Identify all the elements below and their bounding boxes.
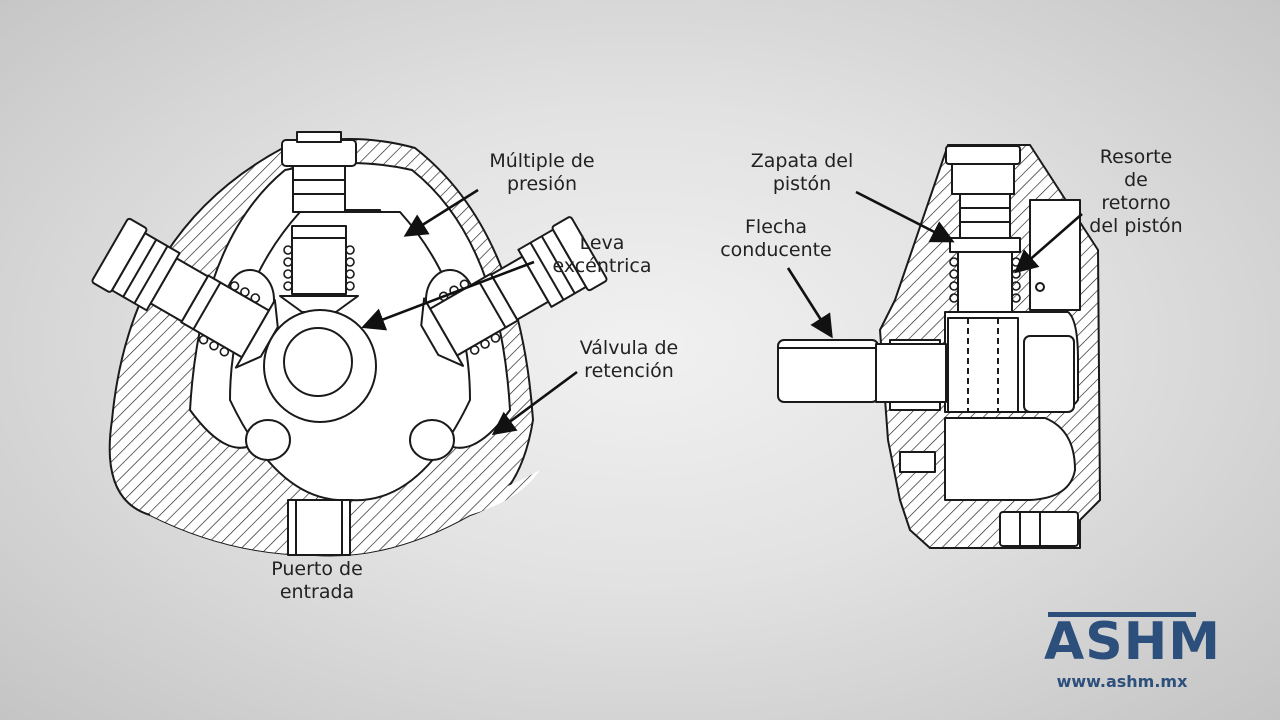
lower-cavity [944, 417, 1076, 501]
arrow-valvula [491, 370, 578, 436]
label-flecha-conducente: Flecha conducente [710, 216, 842, 262]
drive-shaft [777, 339, 879, 403]
label-line: de [1124, 169, 1148, 191]
label-puerto-entrada: Puerto de entrada [262, 558, 372, 604]
label-leva-excentrica: Leva excéntrica [544, 232, 660, 278]
label-line: Resorte [1099, 146, 1173, 168]
crank-web [947, 317, 1019, 413]
label-valvula-retencion: Válvula de retención [574, 337, 684, 383]
side-section [777, 144, 1101, 549]
piston-shoe-side [949, 237, 1021, 253]
label-line: pistón [772, 173, 832, 195]
inlet-port [287, 499, 351, 556]
logo-url: www.ashm.mx [1056, 672, 1188, 691]
label-zapata-piston: Zapata del pistón [742, 150, 862, 196]
label-multiple-presion: Múltiple de presión [478, 150, 606, 196]
arrow-zapata [855, 190, 955, 243]
label-line: Puerto de [271, 558, 363, 580]
radial-pump-section [91, 131, 608, 557]
label-line: Zapata del [750, 150, 854, 172]
label-line: del pistón [1089, 215, 1183, 237]
label-line: conducente [720, 239, 832, 261]
arrow-resorte [1014, 213, 1083, 274]
top-valve-body [292, 165, 346, 213]
upper-chamber [1029, 199, 1081, 311]
lobe-bottom-right [409, 419, 455, 461]
leader-arrows [361, 188, 1083, 436]
side-top-nut [945, 145, 1021, 165]
top-piston [291, 225, 347, 295]
shaft-collar [875, 343, 947, 403]
ashm-logo: ASHM www.ashm.mx [1044, 608, 1221, 692]
logo-bar [1048, 612, 1196, 617]
left-piston-assembly [91, 217, 279, 369]
label-line: Válvula de [579, 337, 679, 359]
top-nut [281, 139, 357, 167]
label-line: retorno [1101, 192, 1171, 214]
label-line: Múltiple de [489, 150, 595, 172]
lobe-bottom-left [245, 419, 291, 461]
label-line: Leva [579, 232, 625, 254]
arrow-leva [361, 260, 535, 331]
label-line: excéntrica [552, 255, 652, 277]
arrow-flecha [786, 267, 833, 339]
label-line: Flecha [744, 216, 808, 238]
side-piston [957, 251, 1013, 313]
right-piston-assembly [420, 216, 608, 367]
label-line: retención [584, 360, 674, 382]
drive-shaft-bore [283, 327, 353, 397]
label-line: entrada [279, 581, 355, 603]
label-resorte-retorno: Resorte de retorno del pistón [1078, 146, 1194, 238]
side-valve-body [951, 163, 1015, 195]
plug-port [899, 451, 936, 473]
logo-mark: ASHM [1044, 612, 1221, 672]
lower-body [150, 470, 540, 556]
arrow-multiple [403, 188, 479, 237]
label-line: presión [507, 173, 577, 195]
